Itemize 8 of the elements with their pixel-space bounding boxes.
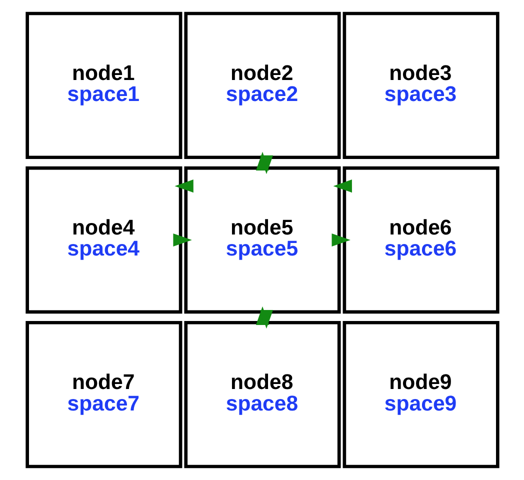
arrow: [172, 233, 192, 247]
arrow: [331, 233, 350, 247]
arrow: [174, 180, 193, 193]
node-box: node7 space7: [25, 320, 182, 468]
node-box: node9 space9: [342, 320, 499, 468]
arrow: [332, 180, 352, 193]
node-box: node3 space3: [342, 12, 499, 160]
node-box: node1 space1: [25, 12, 182, 160]
